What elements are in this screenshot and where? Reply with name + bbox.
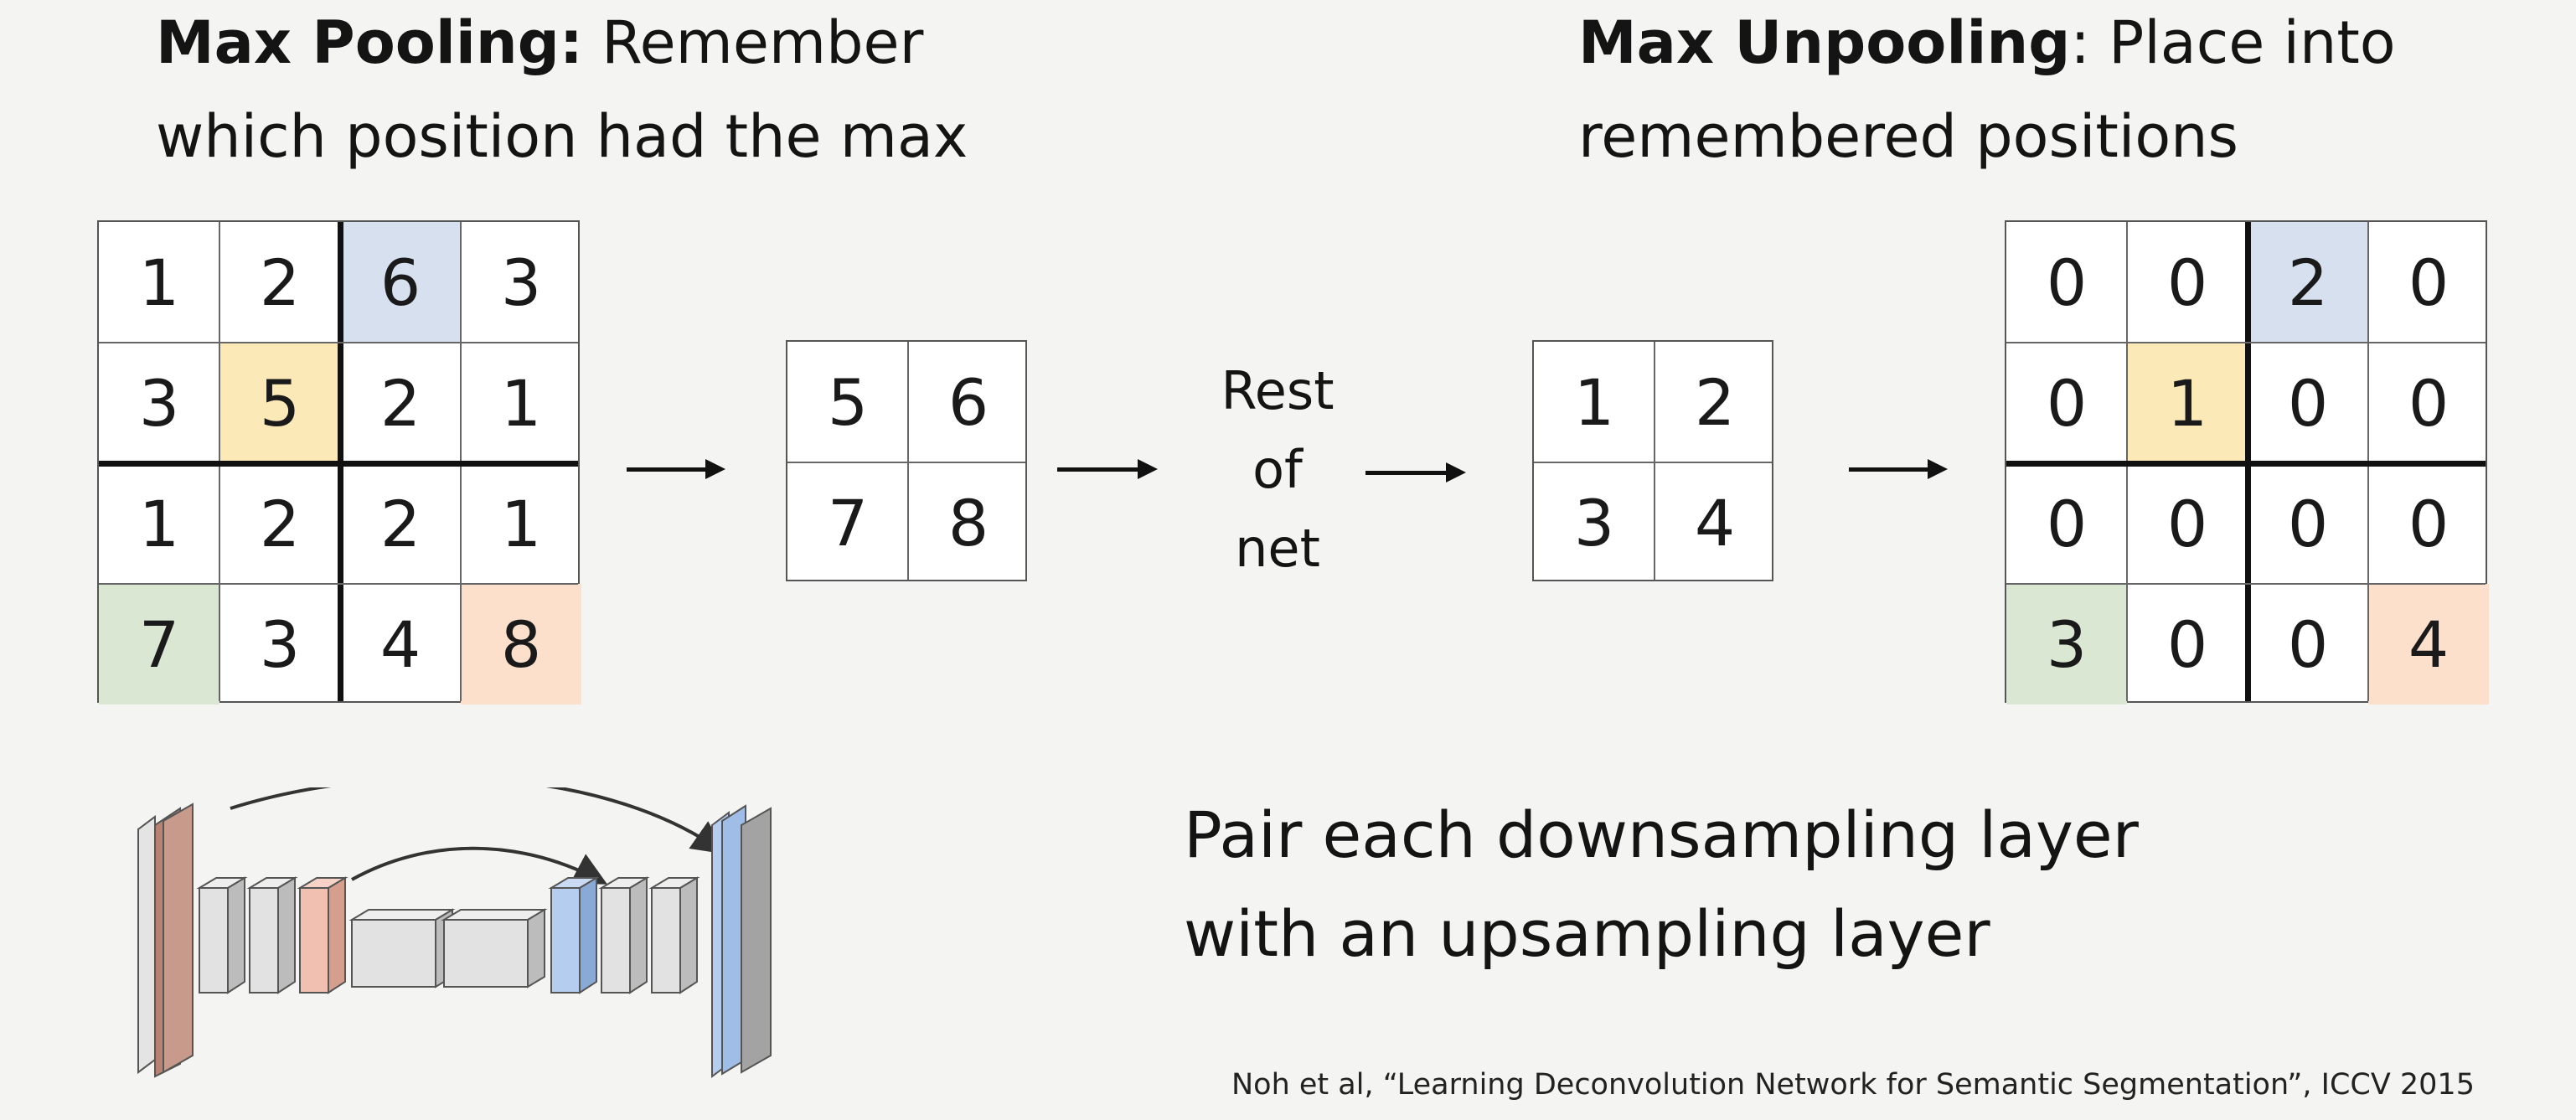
- grid-cell: 6: [340, 222, 461, 343]
- grid-cell: 0: [2046, 365, 2088, 441]
- max-unpooling-title-rest: : Place into: [2070, 8, 2396, 77]
- grid-cell: 0: [2166, 486, 2208, 561]
- grid-cell: 2: [1694, 364, 1736, 440]
- grid-cell: 6: [947, 364, 989, 440]
- grid-cell: 0: [2046, 245, 2088, 320]
- grid-cell: 2: [259, 245, 301, 320]
- grid-cell: 3: [2006, 584, 2127, 705]
- grid-cell: 1: [500, 486, 542, 561]
- grid-divider: [2006, 583, 2486, 585]
- grid-cell: 0: [2287, 365, 2329, 441]
- grid-cell: 7: [99, 584, 219, 705]
- grid-divider: [99, 460, 578, 467]
- max-unpooling-heading: Max Unpooling: Place into remembered pos…: [1578, 0, 2396, 183]
- grid-cell: 0: [2408, 245, 2450, 320]
- grid-cell: 1: [138, 486, 180, 561]
- grid-divider: [907, 342, 909, 580]
- arrow-right-icon: [1849, 459, 1948, 479]
- grid-cell: 4: [379, 606, 421, 682]
- caption: Pair each downsampling layer with an ups…: [1184, 797, 2139, 971]
- max-unpooling-subtitle: remembered positions: [1578, 102, 2238, 171]
- max-unpooling-title: Max Unpooling: [1578, 8, 2071, 77]
- grid-cell: 0: [2287, 606, 2329, 682]
- grid-cell: 3: [259, 606, 301, 682]
- grid-cell: 3: [1573, 485, 1615, 560]
- arrow-right-icon: [1365, 462, 1466, 483]
- grid-cell: 7: [827, 485, 869, 560]
- grid-divider: [1654, 342, 1655, 580]
- grid-cell: 5: [827, 364, 869, 440]
- grid-cell: 8: [947, 485, 989, 560]
- grid-cell: 5: [219, 343, 340, 463]
- grid-cell: 2: [379, 365, 421, 441]
- grid-cell: 1: [2127, 343, 2248, 463]
- arrow-right-icon: [627, 459, 725, 479]
- grid-divider: [99, 342, 578, 343]
- grid-cell: 0: [2166, 606, 2208, 682]
- grid-divider: [2006, 342, 2486, 343]
- grid-cell: 4: [1694, 485, 1736, 560]
- grid-cell: 4: [2368, 584, 2489, 705]
- grid-divider: [787, 462, 1025, 463]
- unpool-input-grid: 1 2 3 4: [1532, 340, 1773, 581]
- grid-cell: 0: [2166, 245, 2208, 320]
- grid-divider: [99, 583, 578, 585]
- grid-cell: 2: [2248, 222, 2368, 343]
- citation: Noh et al, “Learning Deconvolution Netwo…: [1231, 1068, 2475, 1102]
- grid-cell: 2: [379, 486, 421, 561]
- max-pooling-heading: Max Pooling: Remember which position had…: [156, 0, 968, 183]
- grid-cell: 1: [500, 365, 542, 441]
- arrow-right-icon: [1057, 459, 1158, 479]
- grid-cell: 1: [1573, 364, 1615, 440]
- grid-cell: 3: [138, 365, 180, 441]
- rest-of-net-label: Rest of net: [1221, 360, 1334, 579]
- grid-cell: 1: [138, 245, 180, 320]
- grid-cell: 0: [2408, 486, 2450, 561]
- max-pooling-title: Max Pooling:: [156, 8, 583, 77]
- grid-cell: 0: [2287, 486, 2329, 561]
- pool-output-grid: 5 6 7 8: [786, 340, 1027, 581]
- grid-cell: 0: [2408, 365, 2450, 441]
- grid-divider: [1534, 462, 1772, 463]
- grid-divider: [2006, 460, 2486, 467]
- grid-cell: 3: [500, 245, 542, 320]
- grid-cell: 0: [2046, 486, 2088, 561]
- grid-cell: 8: [461, 584, 581, 705]
- grid-cell: 2: [259, 486, 301, 561]
- encoder-decoder-network-icon: [137, 787, 772, 1078]
- max-pooling-title-rest: Remember: [582, 8, 924, 77]
- max-pooling-subtitle: which position had the max: [156, 102, 968, 171]
